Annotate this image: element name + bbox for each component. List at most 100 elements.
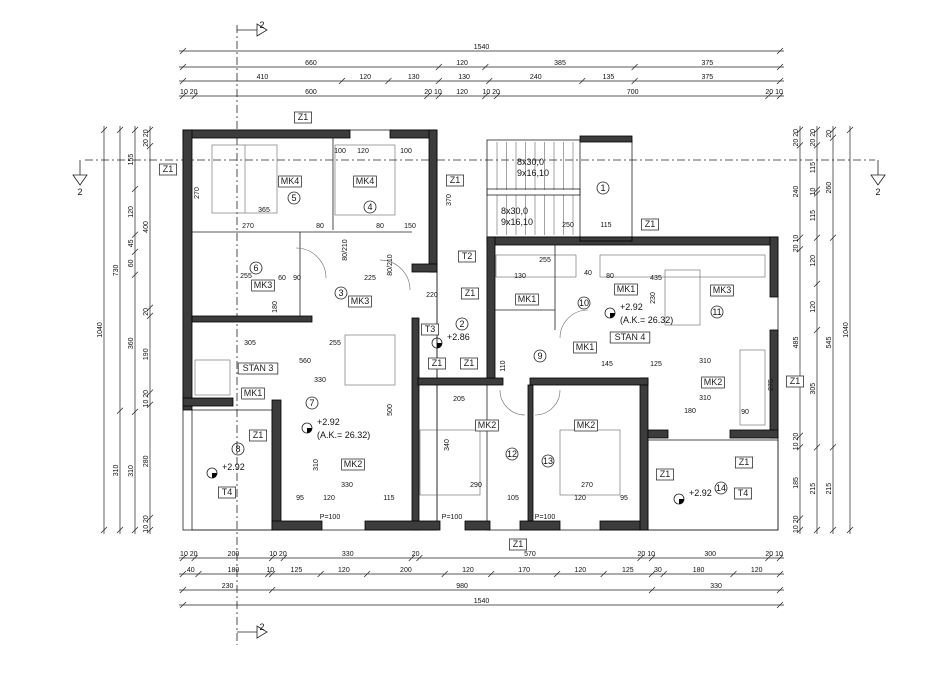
dimension-tick	[796, 245, 804, 253]
dimension-tick	[829, 134, 837, 141]
section-marker-label: 2	[875, 187, 880, 197]
room-code-box	[573, 341, 597, 354]
dimension-label: 155	[128, 154, 135, 166]
wall-type-tag-box	[735, 456, 754, 469]
inner-dimension-label: 180	[684, 408, 696, 415]
dimension-tick	[648, 586, 656, 594]
room-code-box	[614, 283, 638, 296]
wall-type-tag: Z1	[790, 376, 801, 386]
stair-spec: 9x16,10	[501, 217, 533, 227]
room-number-circle	[249, 261, 263, 275]
room-number: 5	[291, 193, 296, 203]
dimension-label: 300	[704, 551, 716, 558]
dimension-label: 10	[810, 188, 817, 196]
dimension-tick	[280, 554, 288, 562]
dimension-tick	[416, 554, 423, 562]
dimension-tick	[813, 444, 821, 451]
section-marker-bottom: 2	[237, 622, 268, 639]
walls	[182, 129, 779, 531]
dimension-label: 20 10	[793, 235, 800, 253]
dimension-label: 20	[412, 551, 420, 558]
wall-type-tag-box	[786, 375, 805, 388]
dimension-tick	[191, 92, 198, 100]
dimension-tick	[268, 554, 276, 562]
dimension-tick	[493, 92, 501, 100]
inner-dimension-label: 120	[357, 148, 369, 155]
dimension-label: 120	[359, 74, 371, 81]
room-code: MK1	[518, 294, 537, 304]
inner-dimension-label: P=100	[442, 514, 463, 521]
dimension-label: 10 20	[482, 89, 500, 96]
inner-dimension-label: 305	[244, 340, 256, 347]
dimension-tick	[179, 47, 187, 55]
inner-dimension-label: 90	[293, 275, 301, 282]
dimension-tick	[487, 570, 495, 578]
left-dimension-chain: 1040	[97, 126, 108, 534]
dimension-label: 20 20	[143, 129, 150, 147]
dimension-label: 130	[408, 74, 420, 81]
dimension-label: 10 20	[143, 515, 150, 533]
inner-dimension-label: 270	[242, 223, 254, 230]
wall-type-tag: Z1	[298, 112, 309, 122]
floor-level: +2.92	[317, 417, 340, 427]
room-code-box	[475, 419, 499, 432]
room-number-circle	[505, 447, 519, 461]
dimension-label: 280	[143, 455, 150, 467]
room-number: 9	[537, 351, 542, 361]
dimension-tick	[648, 570, 656, 578]
dimension-tick	[813, 186, 821, 193]
dimension-tick	[146, 514, 154, 522]
inner-dimension-label: 435	[650, 275, 662, 282]
inner-dimension-label: 95	[296, 495, 304, 502]
dimension-tick	[146, 304, 154, 312]
dimension-tick	[776, 77, 784, 85]
dimension-tick	[116, 526, 124, 534]
stair-spec: 9x16,10	[517, 168, 549, 178]
room-code: MK4	[281, 176, 300, 186]
wall-type-tag-box	[248, 429, 267, 442]
dimension-tick	[829, 234, 837, 241]
dimension-label: 125	[291, 567, 303, 574]
inner-dimension-label: 220	[426, 292, 438, 299]
dimension-label: 120	[338, 567, 350, 574]
section-marker-left: 2	[72, 160, 88, 197]
dimension-tick	[435, 63, 443, 71]
inner-dimension-label: 80/210	[387, 254, 394, 276]
room-number-circle	[363, 200, 377, 214]
dimension-label: 385	[554, 60, 566, 67]
dimension-tick	[179, 601, 187, 609]
dimension-tick	[631, 77, 638, 85]
section-marker-label: 2	[259, 20, 264, 30]
dimension-label: 375	[701, 74, 713, 81]
dimension-label: 185	[793, 477, 800, 489]
dimension-tick	[146, 389, 154, 396]
dimension-label: 200	[400, 567, 412, 574]
dimension-label: 230	[222, 583, 234, 590]
inner-dimension-label: 120	[574, 495, 586, 502]
room-code-box	[251, 279, 275, 292]
inner-dimension-label: 560	[299, 358, 311, 365]
dimension-tick	[796, 432, 804, 440]
dimension-tick	[796, 515, 804, 522]
dimension-label: 570	[524, 551, 536, 558]
dimension-label: 170	[518, 567, 530, 574]
dimension-label: 310	[128, 465, 135, 477]
inner-dimension-label: 330	[314, 377, 326, 384]
dimension-label: 45	[128, 239, 135, 247]
dimension-label: 20 10	[765, 89, 783, 96]
dimension-tick	[131, 408, 139, 416]
dimension-tick	[482, 63, 489, 71]
room-code: T2	[462, 251, 473, 261]
inner-dimension-label: 310	[699, 358, 711, 365]
dimension-tick	[813, 190, 821, 197]
room-code: MK2	[704, 377, 723, 387]
room-number: 10	[579, 298, 589, 308]
inner-dimension-label: 255	[329, 340, 341, 347]
